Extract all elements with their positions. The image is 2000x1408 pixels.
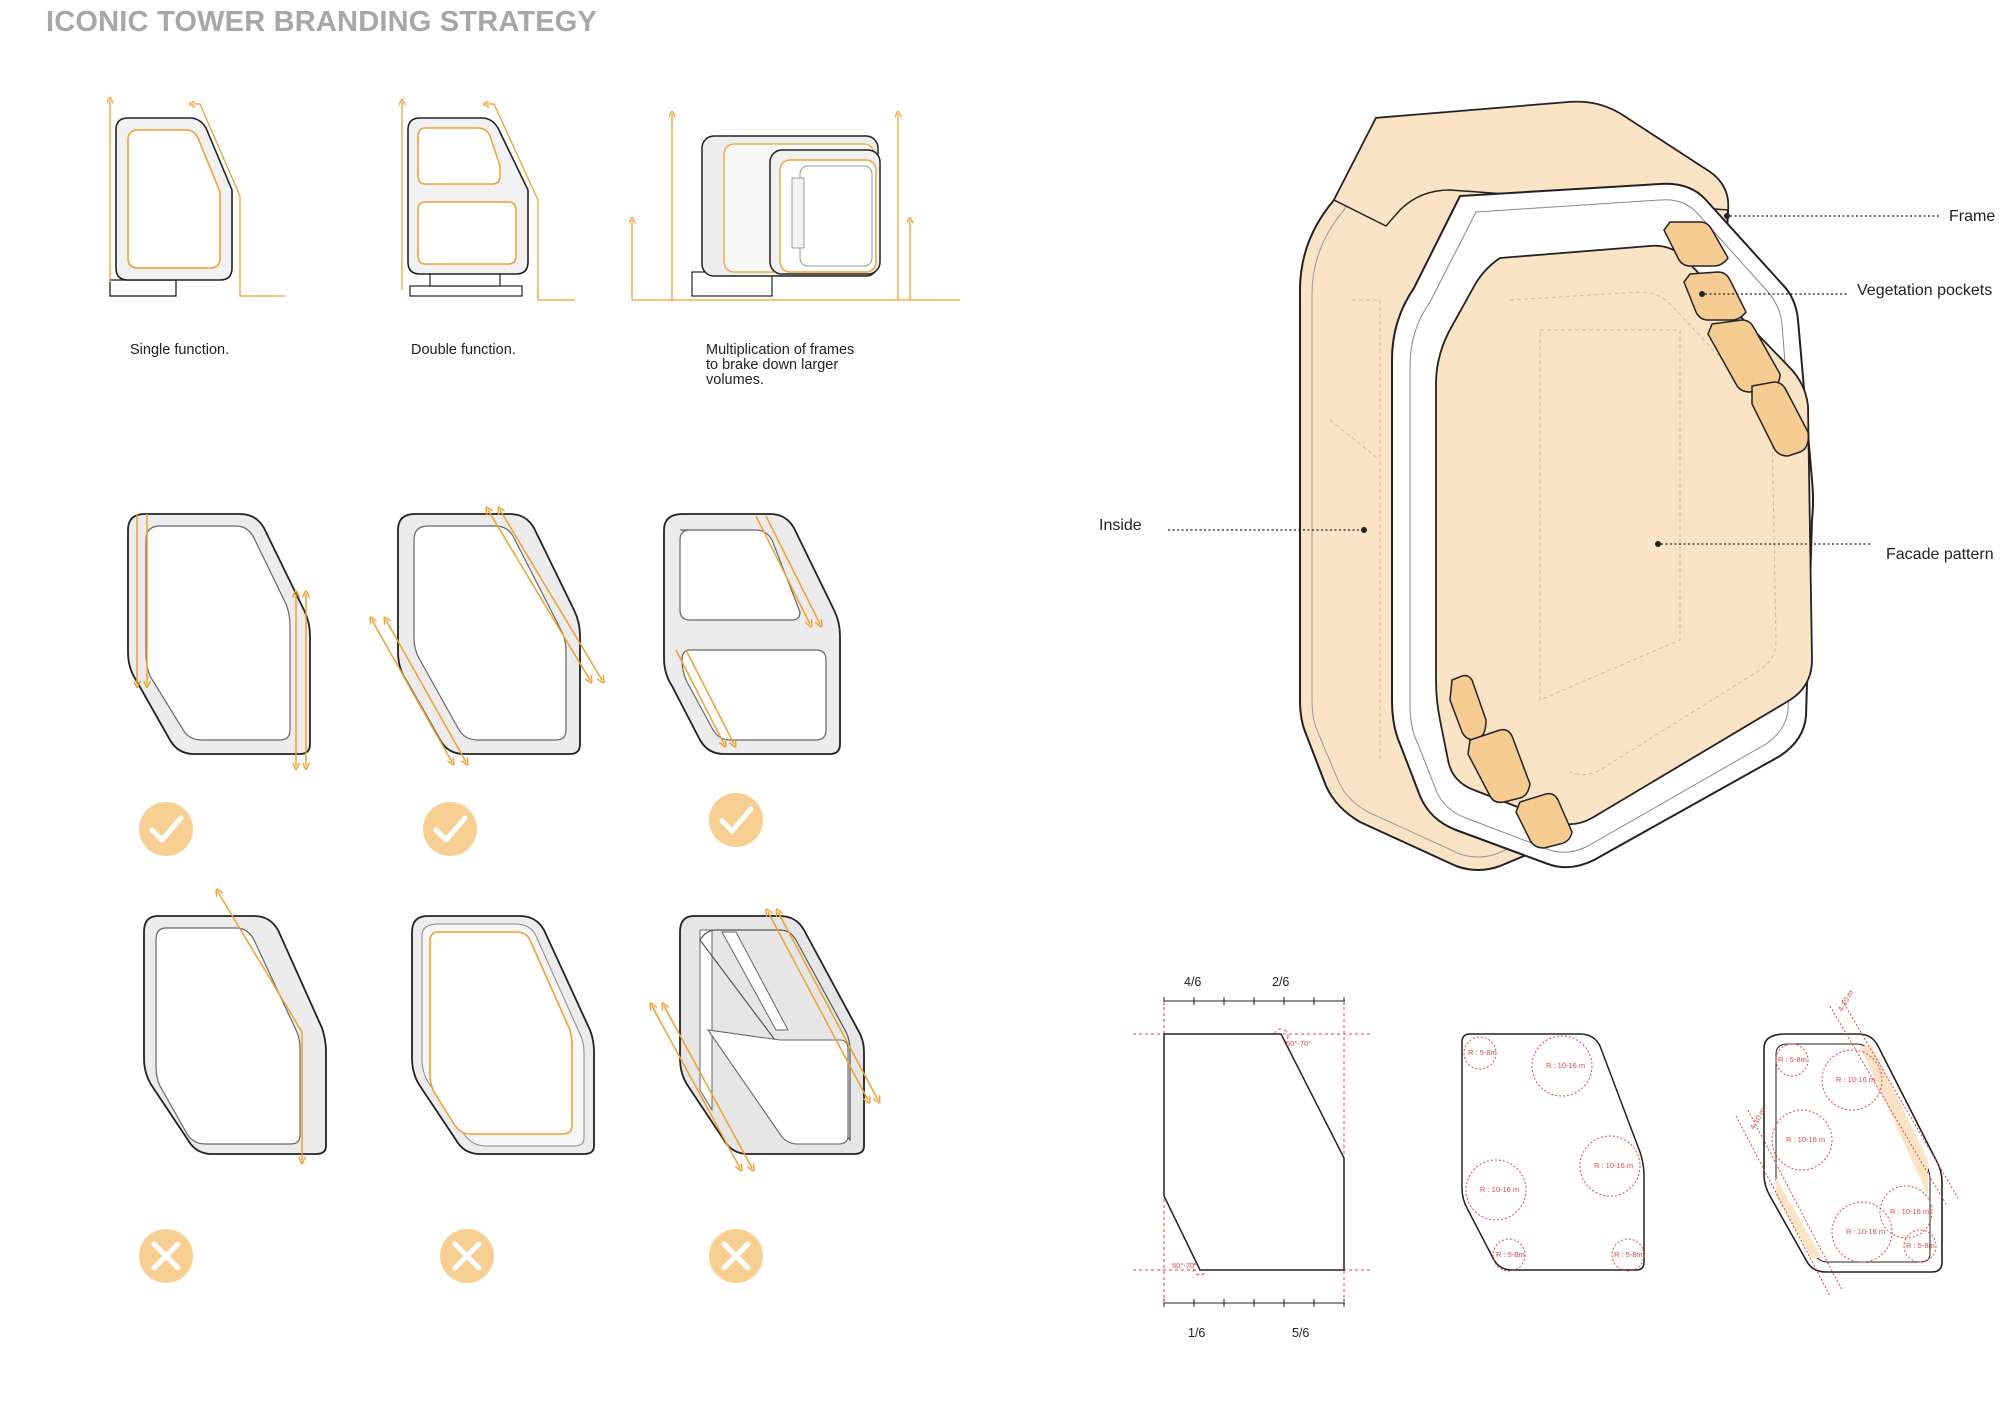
radius-label: R : 5-8m — [1468, 1048, 1497, 1057]
radius-label: R : 10-16 m — [1846, 1227, 1885, 1236]
cross-icon — [139, 1229, 193, 1283]
cross-icon — [440, 1229, 494, 1283]
tower-isometric — [1299, 100, 1814, 871]
approved-variant-3 — [663, 513, 841, 755]
vegetation-pockets-callout: Vegetation pockets — [1857, 282, 1993, 299]
proportion-label-bottom-right: 5/6 — [1292, 1326, 1310, 1340]
double-function-sketch — [402, 102, 575, 301]
radius-label: R : 5-8m — [1614, 1250, 1643, 1259]
proportion-diagram: 50°-70° 50°-70° — [1133, 997, 1372, 1307]
rejected-variant-3 — [652, 912, 878, 1168]
angle-top-label: 50°-70° — [1286, 1039, 1311, 1048]
inside-callout: Inside — [1099, 517, 1142, 534]
proportion-label-bottom-left: 1/6 — [1188, 1326, 1206, 1340]
radius-label: R : 5-8m — [1778, 1055, 1807, 1064]
radius-label: R : 10-16 m — [1480, 1185, 1519, 1194]
page-title: ICONIC TOWER BRANDING STRATEGY — [46, 6, 598, 38]
multiplication-sketch — [632, 114, 960, 301]
check-icon — [139, 802, 193, 856]
radius-label: R : 10-16 m — [1836, 1075, 1875, 1084]
angle-bottom-label: 50°-70° — [1172, 1261, 1197, 1270]
caption-double-function: Double function. — [411, 342, 516, 358]
approved-variant-1 — [127, 513, 311, 766]
rejected-variant-1 — [143, 892, 327, 1160]
cross-icon — [709, 1229, 763, 1283]
check-icon — [709, 793, 763, 847]
facade-pattern-callout: Facade pattern — [1886, 546, 1994, 563]
caption-single-function: Single function. — [130, 342, 230, 358]
radius-label: R : 10-16 m — [1890, 1207, 1929, 1216]
offset-label: 4-10 m — [1836, 988, 1855, 1013]
radius-label: R : 10-16 m — [1594, 1161, 1633, 1170]
radius-label: R : 10-16 m — [1786, 1135, 1825, 1144]
radius-label: R : 5-8m — [1906, 1241, 1935, 1250]
radius-label: R : 5-8m — [1496, 1250, 1525, 1259]
callout-leaders — [1168, 213, 1940, 547]
offset-diagram: R : 5-8m R : 10-16 m R : 10-16 m R : 10-… — [1735, 988, 1959, 1297]
proportion-label-top-left: 4/6 — [1184, 975, 1202, 989]
rejected-variant-2 — [411, 915, 595, 1155]
approved-variant-2 — [372, 510, 602, 762]
radius-label: R : 10-16 m — [1546, 1061, 1585, 1070]
frame-callout: Frame — [1949, 208, 1996, 225]
proportion-label-top-right: 2/6 — [1272, 975, 1290, 989]
check-icon — [423, 802, 477, 856]
single-function-sketch — [110, 100, 285, 297]
corner-radii-diagram: R : 5-8m R : 10-16 m R : 10-16 m R : 10-… — [1461, 1033, 1645, 1272]
caption-multiplication: Multiplication of frames to brake down l… — [706, 342, 855, 388]
